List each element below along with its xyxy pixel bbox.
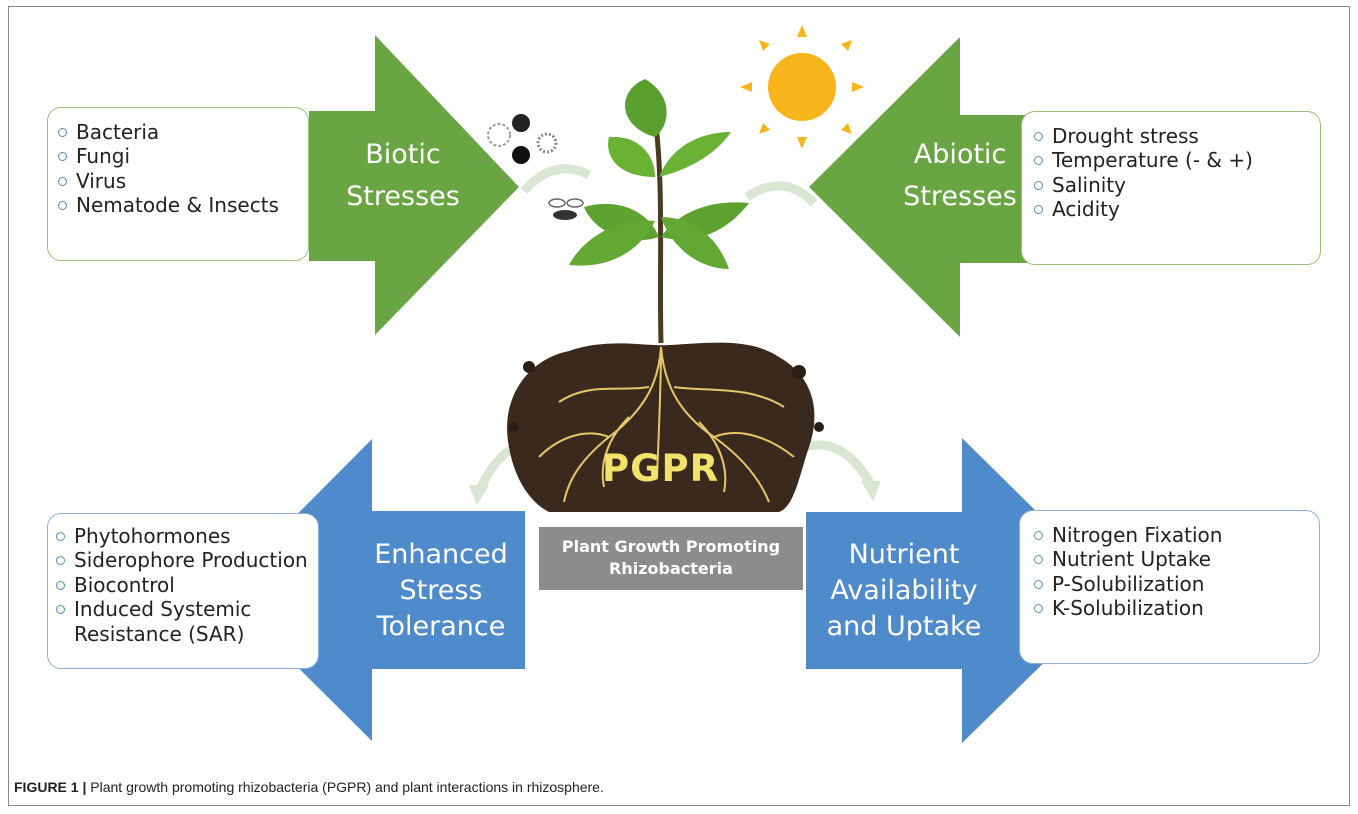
- list-item-text: Acidity: [1052, 197, 1120, 222]
- nutrient-label: Nutrient Availability and Uptake: [814, 537, 994, 645]
- list-item: K-Solubilization: [1034, 596, 1319, 620]
- list-item-text: Fungi: [76, 144, 131, 169]
- figure-label: FIGURE 1 |: [14, 779, 87, 795]
- list-item: Temperature (- & +): [1034, 148, 1320, 172]
- list-item-text: Drought stress: [1052, 124, 1199, 148]
- bullet-icon: [1034, 205, 1043, 215]
- tolerance-list: Phytohormones Siderophore Production Bio…: [56, 524, 318, 646]
- list-item-text: Biocontrol: [74, 572, 175, 597]
- abiotic-label-line2: Stresses: [903, 181, 1017, 212]
- list-item: Nitrogen Fixation: [1034, 523, 1319, 547]
- bullet-icon: [56, 580, 65, 590]
- list-item: Acidity: [1034, 197, 1320, 221]
- list-item: Virus: [58, 169, 308, 193]
- pgpr-definition-box: Plant Growth Promoting Rhizobacteria: [539, 527, 803, 590]
- list-item: Resistance (SAR): [56, 622, 318, 646]
- sun-icon: [740, 25, 864, 149]
- biotic-label-line1: Biotic: [365, 139, 441, 170]
- list-item-text: Temperature (- & +): [1052, 148, 1253, 173]
- bullet-icon: [56, 556, 65, 566]
- list-item: Siderophore Production: [56, 548, 318, 572]
- bullet-icon: [58, 176, 67, 186]
- plant-icon: [569, 79, 749, 344]
- biotic-list: Bacteria Fungi Virus Nematode & Insects: [58, 120, 308, 218]
- list-item-text: Phytohormones: [74, 524, 231, 548]
- abiotic-arrow: [809, 37, 1049, 337]
- bullet-icon: [1034, 132, 1043, 141]
- list-item-text: Nematode & Insects: [76, 193, 279, 218]
- insect-icon: [548, 198, 584, 220]
- nutrient-list: Nitrogen Fixation Nutrient Uptake P-Solu…: [1034, 523, 1319, 621]
- bullet-icon: [1034, 604, 1043, 614]
- list-item: Phytohormones: [56, 524, 318, 548]
- curved-arrow-abiotic: [744, 181, 818, 207]
- list-item-text: Resistance (SAR): [74, 621, 245, 646]
- list-item-text: K-Solubilization: [1052, 596, 1204, 621]
- tolerance-label-line1: Enhanced: [374, 539, 508, 570]
- list-item: Salinity: [1034, 173, 1320, 197]
- bullet-icon: [56, 532, 65, 541]
- biotic-list-box: Bacteria Fungi Virus Nematode & Insects: [47, 107, 309, 261]
- soil-icon: [507, 342, 824, 512]
- bullet-icon: [1034, 579, 1043, 589]
- pgpr-label: PGPR: [602, 447, 720, 490]
- pathogen-icons: [487, 114, 558, 164]
- bullet-icon: [58, 128, 67, 137]
- list-item-text: Virus: [76, 168, 127, 193]
- list-item-text: Induced Systemic: [74, 597, 252, 622]
- list-item-text: Salinity: [1052, 172, 1126, 197]
- nutrient-label-line2: Availability: [830, 575, 978, 606]
- tolerance-label-line3: Tolerance: [376, 611, 506, 642]
- abiotic-label-line1: Abiotic: [913, 139, 1007, 170]
- list-item: Fungi: [58, 144, 308, 168]
- nutrient-list-box: Nitrogen Fixation Nutrient Uptake P-Solu…: [1019, 510, 1320, 664]
- nutrient-arrow: [806, 438, 1117, 743]
- nutrient-label-line1: Nutrient: [848, 539, 960, 570]
- biotic-arrow: [309, 35, 519, 335]
- nutrient-label-line3: and Uptake: [826, 611, 982, 642]
- roots-icon: [538, 346, 795, 503]
- list-item: Nematode & Insects: [58, 193, 308, 217]
- curved-arrow-biotic: [520, 164, 592, 195]
- bullet-icon: [56, 605, 65, 615]
- pgpr-definition-line2: Rhizobacteria: [609, 559, 733, 578]
- biotic-label-line2: Stresses: [346, 181, 460, 212]
- list-item-text: Bacteria: [76, 120, 160, 144]
- figure-caption: FIGURE 1 | Plant growth promoting rhizob…: [14, 779, 604, 795]
- list-item-text: Siderophore Production: [74, 548, 308, 573]
- bullet-icon: [58, 201, 67, 211]
- list-item: Bacteria: [58, 120, 308, 144]
- bullet-icon: [1034, 180, 1043, 190]
- list-item: Nutrient Uptake: [1034, 547, 1319, 571]
- biotic-label: Biotic Stresses: [333, 137, 473, 215]
- list-item-text: Nitrogen Fixation: [1052, 523, 1223, 547]
- tolerance-list-box: Phytohormones Siderophore Production Bio…: [47, 513, 319, 669]
- list-item-text: Nutrient Uptake: [1052, 547, 1212, 572]
- figure-caption-text: Plant growth promoting rhizobacteria (PG…: [86, 779, 604, 795]
- bullet-icon: [1034, 156, 1043, 166]
- pgpr-definition-line1: Plant Growth Promoting: [561, 537, 781, 556]
- list-item: Biocontrol: [56, 573, 318, 597]
- figure-frame: Bacteria Fungi Virus Nematode & Insects …: [8, 6, 1350, 806]
- list-item-text: P-Solubilization: [1052, 571, 1205, 596]
- abiotic-list-box: Drought stress Temperature (- & +) Salin…: [1021, 111, 1321, 265]
- list-item: Induced Systemic: [56, 597, 318, 621]
- bullet-icon: [1034, 555, 1043, 565]
- list-item: Drought stress: [1034, 124, 1320, 148]
- abiotic-list: Drought stress Temperature (- & +) Salin…: [1034, 124, 1320, 222]
- tolerance-label: Enhanced Stress Tolerance: [361, 537, 521, 645]
- abiotic-label: Abiotic Stresses: [885, 137, 1035, 215]
- bullet-icon: [1034, 531, 1043, 540]
- tolerance-label-line2: Stress: [399, 575, 483, 606]
- bullet-icon: [58, 152, 67, 162]
- list-item: P-Solubilization: [1034, 572, 1319, 596]
